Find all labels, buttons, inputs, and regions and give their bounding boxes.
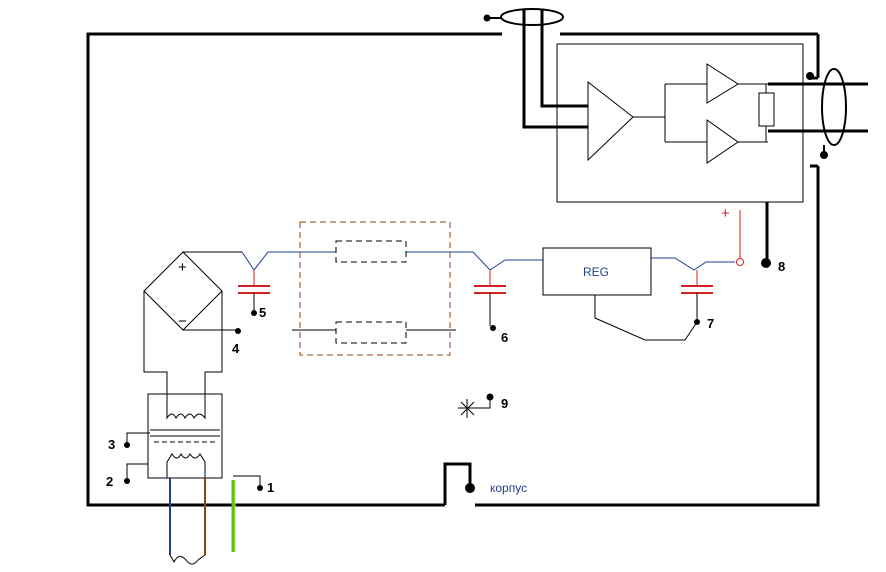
transformer — [147, 393, 223, 479]
capacitor-5 — [238, 270, 270, 316]
terminal-4 — [235, 328, 241, 334]
bridge-minus-sign: − — [178, 313, 187, 330]
label-9: 9 — [501, 396, 508, 411]
amplifier-module — [556, 43, 804, 203]
filter-choke — [292, 221, 456, 356]
supply-plus-sign: + — [721, 205, 730, 222]
terminal-3 — [124, 432, 150, 448]
bridge-rectifier — [143, 251, 242, 394]
label-5: 5 — [259, 305, 266, 320]
test-point-9 — [458, 393, 494, 418]
capacitor-7 — [681, 270, 713, 325]
ground-label: корпус — [490, 481, 527, 495]
mains-wires — [169, 478, 236, 565]
label-6: 6 — [501, 330, 508, 345]
regulator — [542, 247, 698, 341]
enclosure — [86, 32, 820, 507]
label-4: 4 — [232, 341, 240, 356]
output-cable — [768, 68, 868, 168]
label-1: 1 — [267, 480, 274, 495]
terminal-1 — [233, 475, 263, 491]
terminal-2 — [124, 463, 148, 484]
ground-terminal — [443, 462, 475, 505]
label-2: 2 — [106, 474, 113, 489]
module-supply — [736, 202, 771, 268]
label-3: 3 — [108, 437, 115, 452]
bridge-plus-sign: + — [178, 259, 187, 276]
input-cable — [483, 8, 588, 129]
label-7: 7 — [707, 316, 714, 331]
regulator-label: REG — [583, 265, 609, 279]
capacitor-6 — [474, 270, 506, 331]
label-8: 8 — [778, 259, 785, 274]
supply-line — [241, 251, 735, 271]
